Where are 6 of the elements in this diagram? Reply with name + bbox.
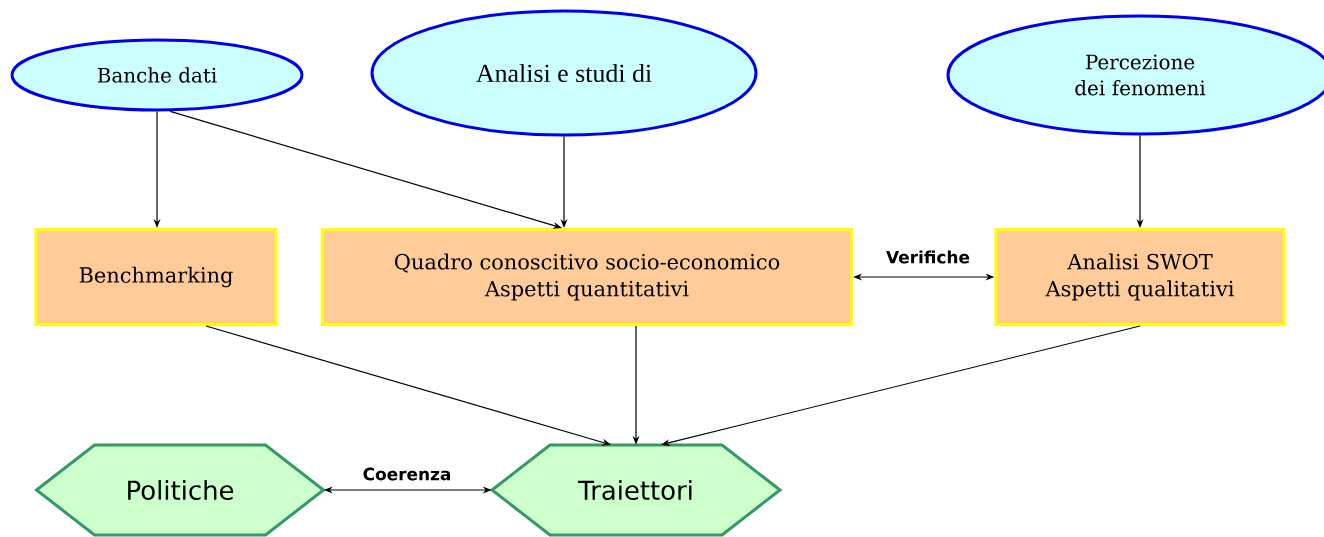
edge-label: Verifiche	[885, 249, 971, 265]
process-box: Quadro conoscitivo socio-economico Aspetti quantitativi	[321, 228, 853, 326]
arrow	[169, 110, 562, 229]
process-box: Analisi SWOT Aspetti qualitativi	[994, 228, 1286, 326]
edge-label: Coerenza	[361, 466, 453, 482]
process-box: Benchmarking	[34, 228, 278, 326]
